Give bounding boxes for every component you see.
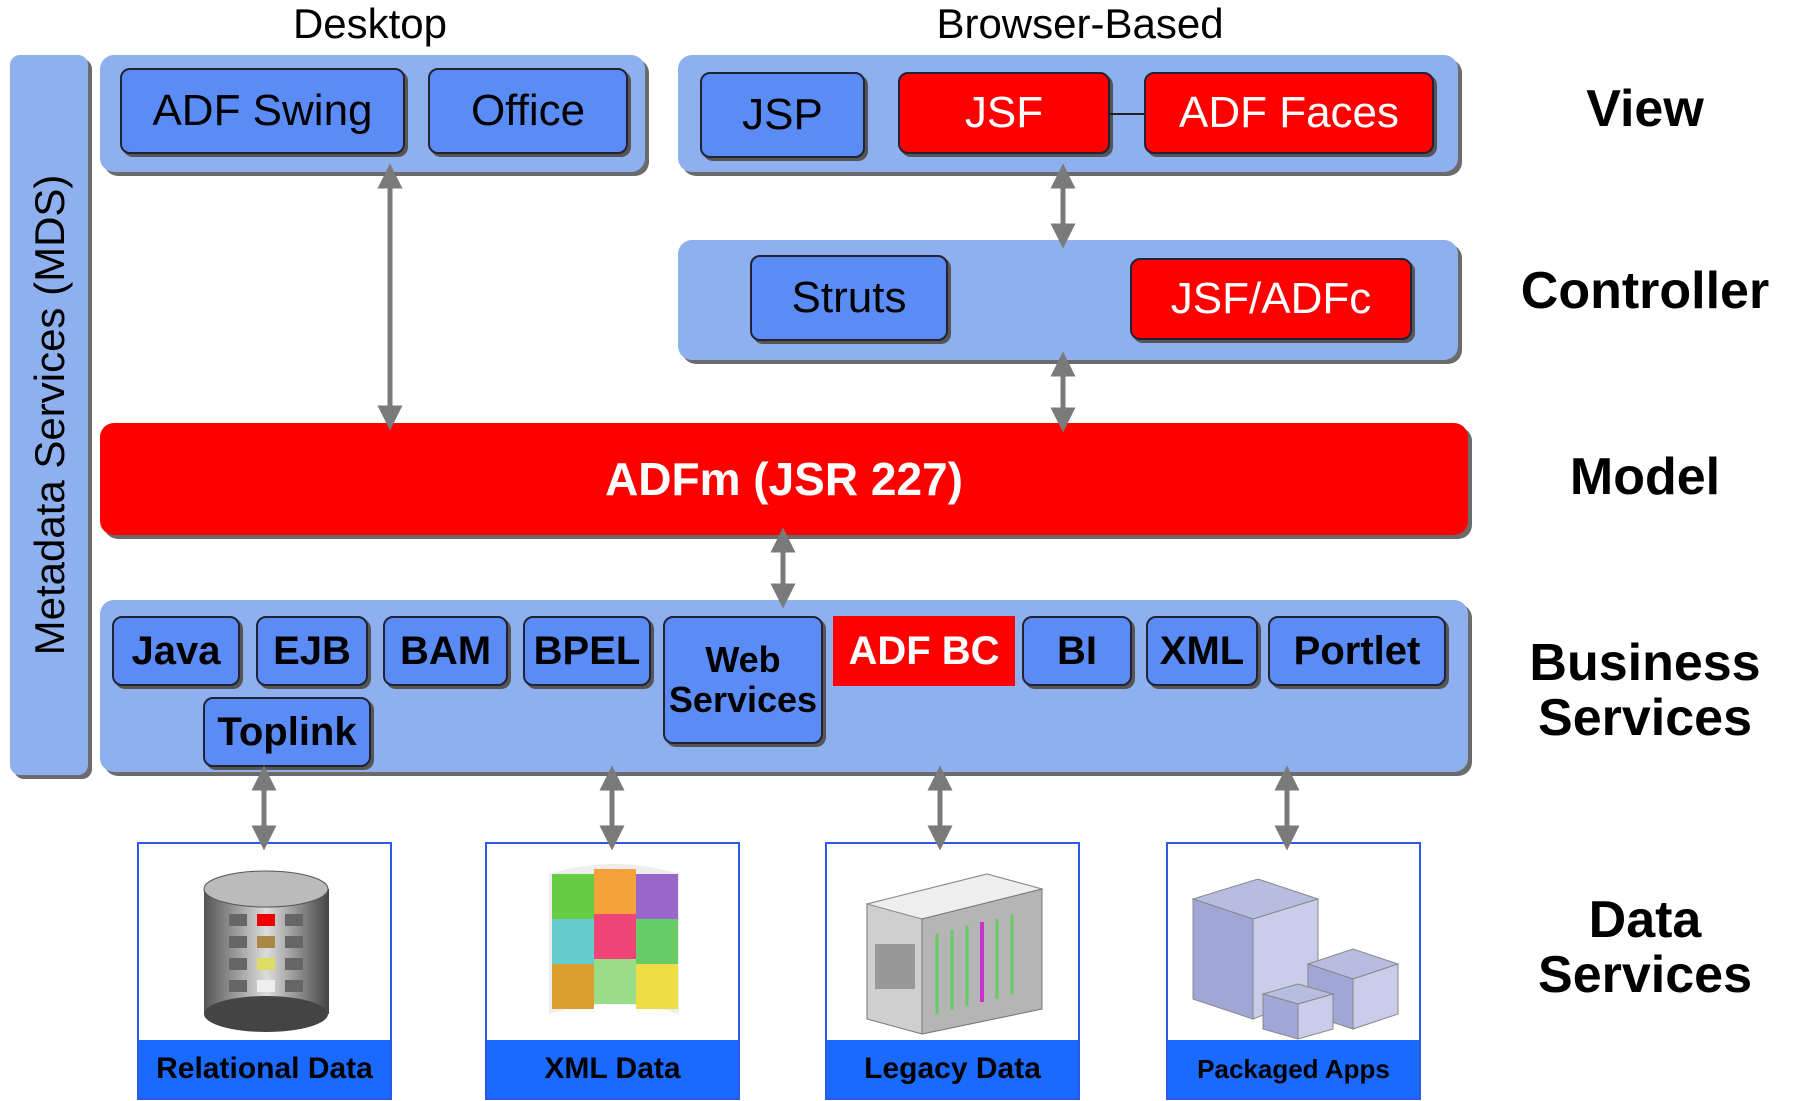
layer-label-business-services: Business Services <box>1500 636 1790 745</box>
jsf-button[interactable]: JSF <box>898 72 1110 154</box>
bpel-button[interactable]: BPEL <box>523 616 651 686</box>
legacy-data-caption: Legacy Data <box>827 1040 1078 1098</box>
controller-panel: Struts JSF/ADFc <box>678 240 1458 360</box>
struts-button[interactable]: Struts <box>750 255 948 341</box>
relational-data-caption: Relational Data <box>139 1040 390 1098</box>
toplink-button[interactable]: Toplink <box>203 697 371 767</box>
business-line2: Services <box>1538 688 1752 747</box>
desktop-heading: Desktop <box>292 0 448 47</box>
layer-label-data-services: Data Services <box>1500 893 1790 1002</box>
mds-bar: Metadata Services (MDS) <box>10 55 88 775</box>
web-services-line2: Services <box>668 679 818 720</box>
model-bar[interactable]: ADFm (JSR 227) <box>100 423 1468 535</box>
adf-bc-button[interactable]: ADF BC <box>833 616 1015 686</box>
layer-label-controller: Controller <box>1520 262 1770 320</box>
layer-label-view: View <box>1586 80 1704 138</box>
model-label: ADFm (JSR 227) <box>605 453 963 505</box>
jsp-button[interactable]: JSP <box>700 72 865 158</box>
buildings-icon <box>1191 878 1400 1040</box>
portlet-button[interactable]: Portlet <box>1268 616 1446 686</box>
xml-button[interactable]: XML <box>1146 616 1258 686</box>
database-icon <box>203 870 329 1032</box>
jsf-adfc-button[interactable]: JSF/ADFc <box>1130 258 1412 340</box>
browser-heading: Browser-Based <box>936 0 1224 47</box>
business-line1: Business <box>1529 634 1761 692</box>
office-button[interactable]: Office <box>428 68 628 154</box>
web-services-line1: Web <box>705 639 781 681</box>
java-button[interactable]: Java <box>112 616 240 686</box>
puzzle-icon <box>549 864 679 1014</box>
xml-data-caption: XML Data <box>487 1040 738 1098</box>
packaged-apps-box[interactable]: Packaged Apps <box>1166 842 1421 1100</box>
browser-view-panel: JSP JSF ADF Faces <box>678 55 1458 172</box>
adf-faces-button[interactable]: ADF Faces <box>1144 72 1434 154</box>
data-line1: Data <box>1588 891 1702 949</box>
layer-label-model: Model <box>1569 448 1721 506</box>
ejb-button[interactable]: EJB <box>256 616 368 686</box>
web-services-button[interactable]: Web Services <box>663 616 823 744</box>
adf-swing-button[interactable]: ADF Swing <box>120 68 405 154</box>
xml-data-box[interactable]: XML Data <box>485 842 740 1100</box>
business-services-panel: Java EJB BAM BPEL Web Services ADF BC BI… <box>100 600 1468 772</box>
server-rack-icon <box>865 873 1044 1035</box>
legacy-data-box[interactable]: Legacy Data <box>825 842 1080 1100</box>
data-line2: Services <box>1538 945 1752 1004</box>
packaged-apps-caption: Packaged Apps <box>1168 1040 1419 1098</box>
desktop-view-panel: ADF Swing Office <box>100 55 645 172</box>
bam-button[interactable]: BAM <box>383 616 508 686</box>
jsf-faces-connector <box>1110 113 1144 115</box>
bi-button[interactable]: BI <box>1022 616 1132 686</box>
